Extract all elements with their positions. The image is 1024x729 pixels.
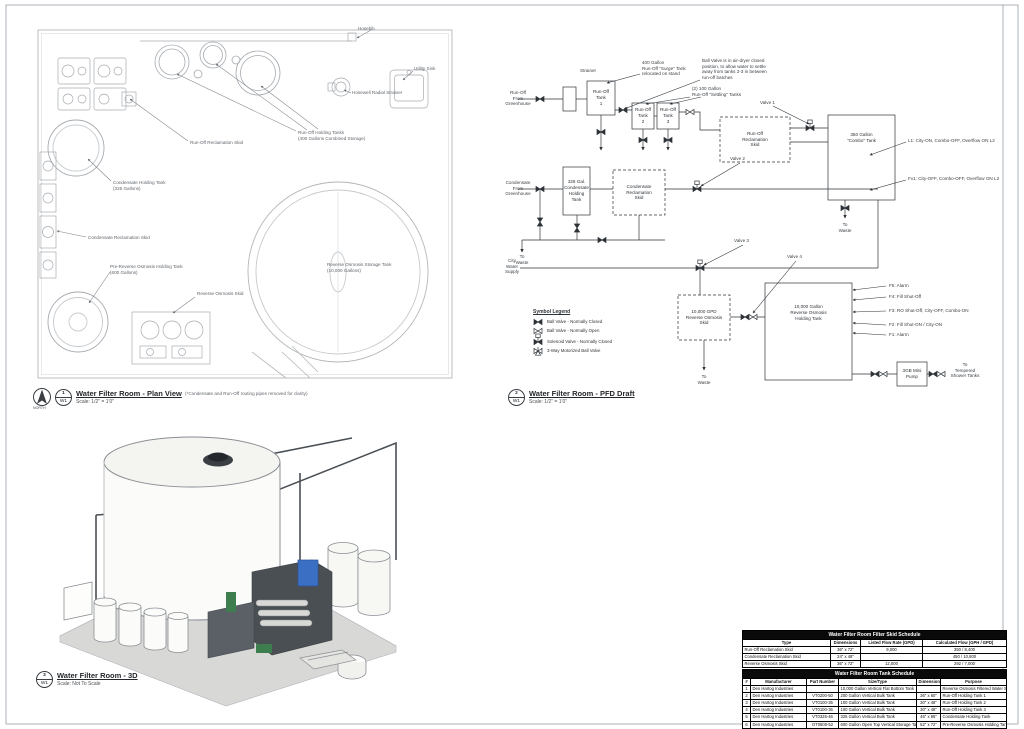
legend-item-ball-valve-no: Ball Valve - Normally Open — [547, 328, 600, 333]
legend-item-solenoid-valve: Solenoid Valve - Normally Closed — [547, 339, 613, 344]
col-calculated-flow: Calculated Flow (GPH / GPD) — [922, 638, 1007, 648]
pfd-strainer-label: Strainer — [580, 68, 597, 73]
plan-label-condensate-tank: Condensate Holding Tank (325 Gallons) — [113, 180, 166, 191]
table-header-row: Type Dimensions Listed Flow Rate (GPD) C… — [742, 638, 1007, 648]
iso-view-number: 3 — [37, 672, 52, 680]
pfd-condensate-tank: 325 Gal. Condensate Holding Tank — [564, 179, 589, 202]
plan-view-linework — [37, 29, 453, 379]
pfd-float-f2-label: F2: Fill Shut-ON / City-ON — [889, 322, 943, 327]
pfd-waste-combo-label: To Waste — [838, 222, 852, 233]
tank-schedule-title: Water Filter Room Tank Schedule — [741, 669, 1008, 679]
plan-label-condensate-skid: Condensate Reclamation Skid — [88, 235, 150, 240]
iso-view-linework — [59, 436, 398, 707]
pfd-view-number: 2 — [509, 390, 524, 398]
col-purpose: Purpose — [939, 677, 1008, 687]
north-label: NORTH — [33, 406, 46, 410]
plan-view-title: Water Filter Room - Plan View — [76, 389, 182, 398]
legend-item-ball-valve-nc: Ball Valve - Normally Closed — [547, 319, 603, 324]
plan-view-number: 1 — [56, 390, 71, 398]
iso-view-title: Water Filter Room - 3D — [57, 671, 138, 680]
pfd-waste-ro-label: To Waste — [697, 374, 711, 385]
pfd-valve1-label: Valve 1 — [760, 100, 775, 105]
col-dimensions: Dimensions — [830, 638, 861, 648]
north-arrow-icon — [33, 388, 51, 406]
pfd-float-f1-label: F1: Alarm — [889, 332, 909, 337]
iso-view-sheet-ref: W1 — [40, 681, 49, 686]
plan-label-runoff-tanks: Run-Off Holding Tanks (400 Gallons Combi… — [298, 130, 366, 141]
plan-label-pre-ro-tank: Pre-Reverse Osmosis Holding Tank (600 Ga… — [110, 264, 183, 275]
pfd-condensate-reclamation-skid: Condensate Reclamation Skid — [626, 183, 652, 201]
table-header-row: # Manufacturer Part Number Size/Type Dim… — [742, 677, 1008, 687]
pfd-view-bubble: 2 W1 — [508, 389, 525, 406]
pfd-linework — [518, 73, 946, 387]
pfd-ball-valve-note: Ball Valve is in air-dryer closed positi… — [702, 58, 767, 81]
plan-view-sheet-ref: W1 — [59, 399, 68, 404]
iso-view-scale: Scale: Not To Scale — [57, 681, 101, 687]
pfd-settling-note: (2) 100 Gallon Run-Off "Settling" Tanks — [692, 86, 742, 97]
pfd-runoff-tank2: Run-Off Tank 2 — [635, 107, 651, 124]
pfd-runoff-reclamation-skid: Run-Off Reclamation Skid — [742, 130, 768, 148]
pfd-pump: 3GB Mini Pump — [902, 368, 922, 379]
pfd-float-f5-label: F5: Alarm — [889, 283, 909, 288]
plan-view-note: (*Condensate and Run-Off routing pipes r… — [185, 391, 308, 396]
tank-schedule-table: Water Filter Room Tank Schedule # Manufa… — [741, 669, 1008, 729]
pfd-combo-l2-label: Fx1: City-OFF, Combo-OFF, Overflow ON L2 — [908, 176, 1000, 181]
col-size-type: Size/Type — [838, 677, 917, 687]
col-num: # — [742, 677, 751, 687]
pfd-to-shower-label: To Tempered Shower Tanks — [950, 362, 980, 379]
plan-label-ro-skid: Reverse Osmosis Skid — [197, 291, 244, 296]
plan-view-bubble: 1 W1 — [55, 389, 72, 406]
filter-skid-schedule-table: Water Filter Room Filter Skid Schedule T… — [742, 630, 1007, 669]
col-dimensions: Dimensions — [916, 677, 941, 687]
plan-label-utility-sink: Utility Sink — [414, 66, 436, 71]
sheet-border — [5, 4, 1019, 725]
col-manufacturer: Manufacturer — [750, 677, 807, 687]
col-listed-flow: Listed Flow Rate (GPD) — [860, 638, 923, 648]
pfd-ro-skid: 10,000 GPD Reverse Osmosis Skid — [685, 308, 723, 326]
pfd-symbol-legend-title: Symbol Legend — [533, 309, 571, 315]
pfd-float-f3-label: F3: RO Shut-Off, City-OFF, Combo-ON — [889, 308, 969, 313]
pfd-runoff-tank1: Run-Off Tank 1 — [593, 89, 609, 106]
col-part-number: Part Number — [806, 677, 839, 687]
pfd-valve4-label: Valve 4 — [787, 254, 802, 259]
pfd-runoff-tank3: Run-Off Tank 3 — [660, 107, 676, 124]
col-type: Type — [742, 638, 831, 648]
pfd-condensate-source-label: Condensate From Greenhouse — [505, 180, 531, 197]
pfd-float-f4-label: F4: Fill Shut-Off — [889, 294, 922, 299]
pfd-combo-tank: 350 Gallon "Combo" Tank — [847, 131, 876, 143]
filter-skid-schedule-title: Water Filter Room Filter Skid Schedule — [742, 630, 1007, 640]
plan-label-runoff-skid: Run-Off Reclamation Skid — [190, 140, 244, 145]
iso-view-bubble: 3 W1 — [36, 671, 53, 688]
pfd-surge-note: 400 Gallon Run-Off "Surge" Tank relocate… — [642, 60, 686, 77]
pfd-ro-holding-tank: 10,000 Gallon Reverse Osmosis Holding Ta… — [790, 304, 827, 321]
pfd-view-sheet-ref: W1 — [512, 399, 521, 404]
pfd-view-title: Water Filter Room - PFD Draft — [529, 389, 635, 398]
legend-item-three-way-valve: 3-Way Motorized Ball Valve — [547, 348, 601, 353]
pfd-view-scale: Scale: 1/2" = 1'0" — [529, 399, 568, 405]
plan-view-scale: Scale: 1/2" = 1'0" — [76, 399, 115, 405]
pfd-valve2-label: Valve 2 — [730, 156, 745, 161]
plan-label-radial-strainer: Hosewell Radial Strainer — [352, 90, 403, 95]
pfd-city-water-label: City Water Supply — [504, 258, 520, 275]
pfd-valve3-label: Valve 3 — [734, 238, 749, 243]
pfd-waste-condensate-label: To Waste — [515, 254, 529, 265]
pfd-combo-l1-label: L1: City-ON, Combo-OFF, Overflow ON L2 — [908, 138, 995, 143]
pfd-runoff-source-label: Run-Off From Greenhouse — [505, 90, 531, 107]
plan-label-hosebib: Hosebib — [358, 26, 375, 31]
plan-label-ro-storage-tank: Reverse Osmosis Storage Tank (10,000 Gal… — [327, 262, 392, 273]
